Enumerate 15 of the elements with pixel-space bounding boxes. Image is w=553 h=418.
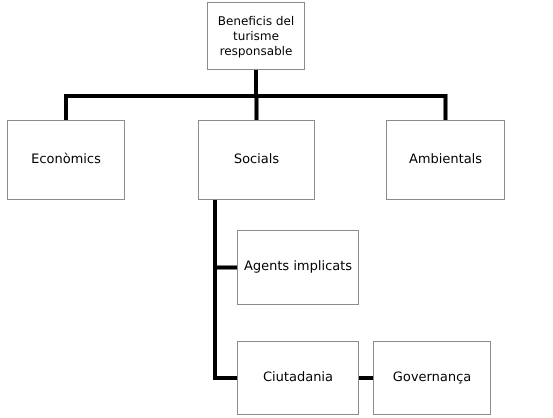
connector-line [359, 376, 373, 380]
text-box [198, 120, 315, 200]
text-box [7, 120, 125, 200]
box-label: Agents implicats [244, 259, 352, 276]
box-label: Socials [234, 152, 280, 168]
text-box [207, 2, 305, 70]
text-box [373, 341, 491, 415]
box-label: Ambientals [408, 152, 482, 168]
text-box [237, 341, 359, 415]
text-box [237, 230, 359, 305]
box-label: Beneficis del turisme responsable [216, 14, 296, 58]
box-label: Ciutadania [262, 370, 334, 386]
box-label: Econòmics [31, 152, 101, 168]
box-label: Governança [392, 370, 472, 386]
text-box [386, 120, 505, 200]
